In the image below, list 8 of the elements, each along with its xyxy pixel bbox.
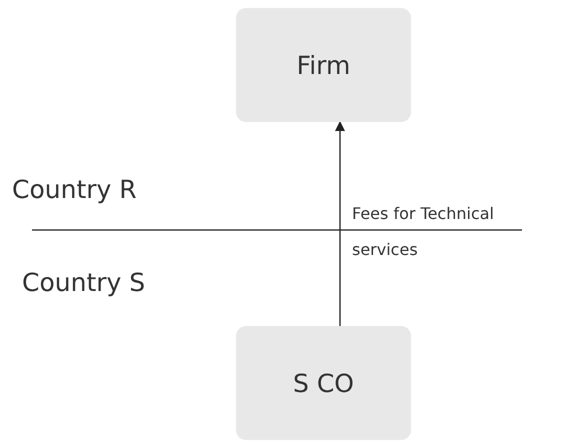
region-label: Country S (22, 268, 146, 297)
node-label: S CO (293, 368, 354, 398)
process-box (236, 326, 411, 440)
arrow (335, 121, 345, 326)
region-label: Country R (12, 175, 137, 204)
node-label: Firm (296, 50, 350, 80)
process-box (236, 8, 411, 122)
edge-label: Fees for Technical services (352, 203, 495, 261)
